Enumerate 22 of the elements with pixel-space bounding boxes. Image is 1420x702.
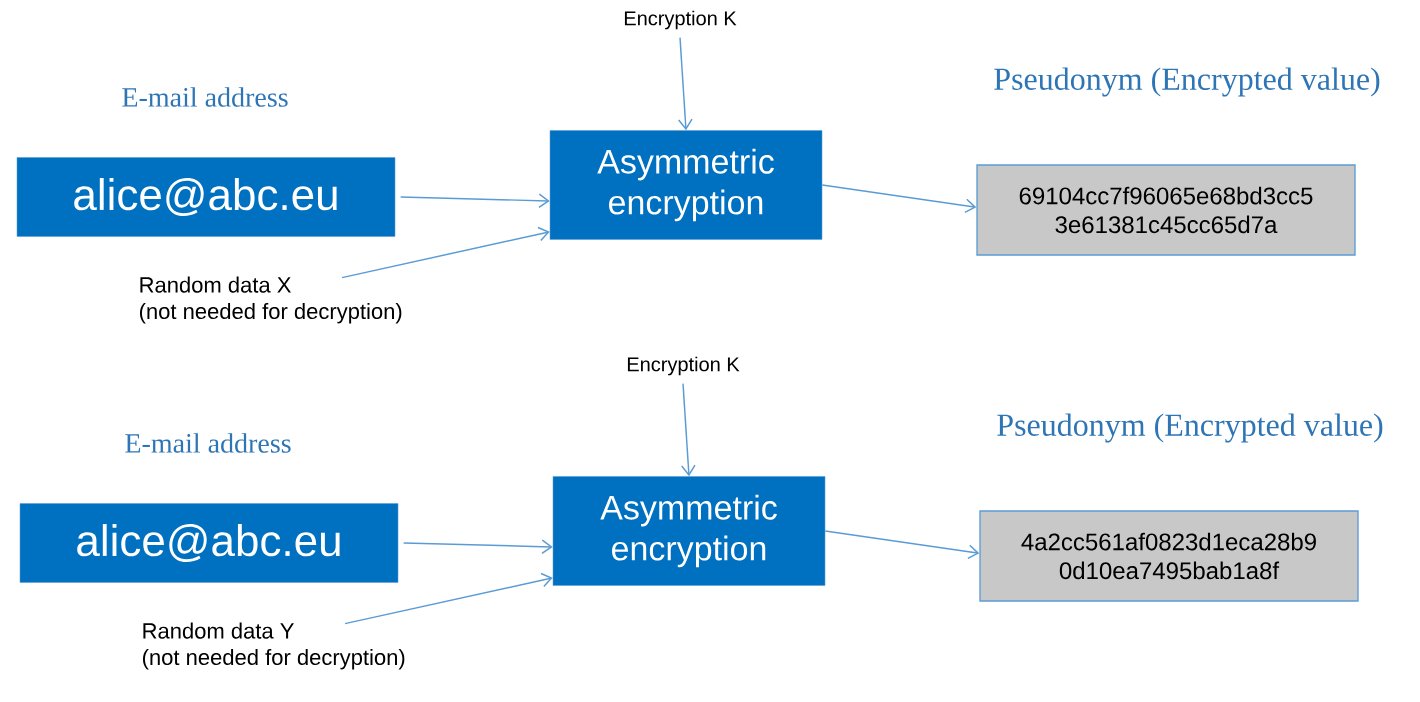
heading: E-mail address xyxy=(125,433,291,453)
arrow xyxy=(824,530,980,560)
arrow xyxy=(341,226,550,279)
heading: Pseudonym (Encrypted value) xyxy=(997,413,1383,443)
note-text: Random data Y (not needed for decryption) xyxy=(142,622,405,670)
key-label: Encryption K xyxy=(627,356,740,376)
value-box: 69104cc7f96065e68bd3cc5 3e61381c45cc65d7a xyxy=(976,164,1356,256)
heading: E-mail address xyxy=(122,87,288,107)
arrow xyxy=(399,193,550,209)
arrow xyxy=(402,539,553,555)
arrow xyxy=(680,382,696,477)
note-text: Random data X (not needed for decryption) xyxy=(139,276,402,324)
arrow xyxy=(344,572,553,625)
email-box: alice@abc.eu xyxy=(16,157,396,237)
heading: Pseudonym (Encrypted value) xyxy=(994,67,1380,97)
process-box: Asymmetric encryption xyxy=(552,476,826,586)
process-box: Asymmetric encryption xyxy=(549,130,823,240)
key-label: Encryption K xyxy=(624,10,737,30)
value-box: 4a2cc561af0823d1eca28b9 0d10ea7495bab1a8f xyxy=(979,510,1359,602)
email-box: alice@abc.eu xyxy=(19,503,399,583)
arrow xyxy=(821,184,977,214)
arrow xyxy=(677,36,693,131)
